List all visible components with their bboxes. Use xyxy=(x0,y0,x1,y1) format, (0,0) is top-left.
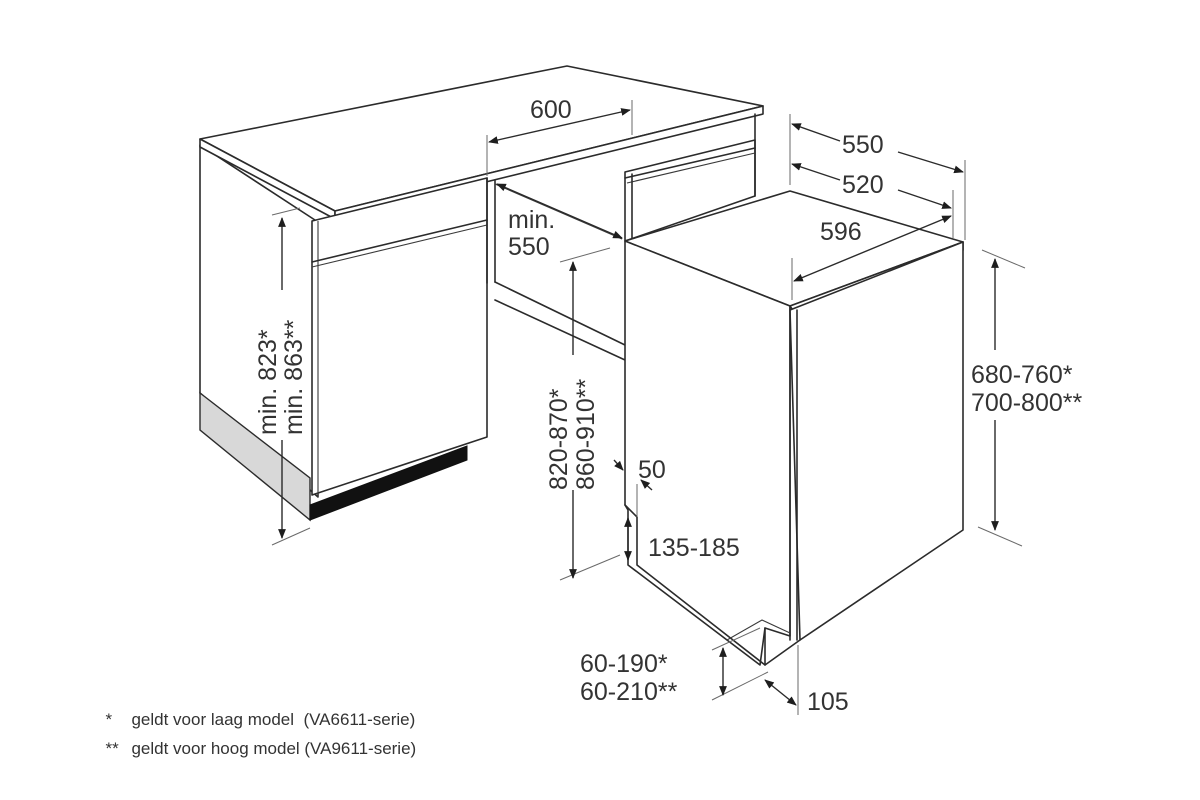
label-door-offset: 50 xyxy=(638,456,666,484)
label-niche-width: 600 xyxy=(530,96,572,124)
footnote-text-low-model: geldt voor laag model (VA6611-serie) xyxy=(131,710,416,729)
footnote-mark-double: ** xyxy=(105,739,119,758)
label-plinth-height: 135-185 xyxy=(648,534,740,562)
label-niche-depth-min: min. xyxy=(508,206,555,234)
label-niche-height-high: 860-910** xyxy=(572,379,600,490)
label-appliance-width: 596 xyxy=(820,218,862,246)
label-niche-height-low: 820-870* xyxy=(545,388,573,490)
label-plinth-depth: 105 xyxy=(807,688,849,716)
label-niche-depth-value: 550 xyxy=(508,233,550,261)
label-plinth-adjust-low: 60-190* xyxy=(580,650,668,678)
dishwasher-door xyxy=(789,241,964,641)
dimension-labels: 600 min. 550 550 520 596 min. 823* min. … xyxy=(254,96,1082,716)
dishwasher xyxy=(624,190,964,666)
label-depth-inner: 520 xyxy=(842,171,884,199)
cabinet-toe-kick xyxy=(309,445,468,521)
label-appliance-height-low: 680-760* xyxy=(971,361,1073,389)
label-plinth-adjust-high: 60-210** xyxy=(580,678,678,706)
label-cabinet-height-low: min. 823* xyxy=(254,329,282,435)
dimension-lines xyxy=(271,100,1026,715)
footnote-mark-single: * xyxy=(105,710,113,729)
footnote-text-high-model: geldt voor hoog model (VA9611-serie) xyxy=(131,739,417,758)
label-appliance-height-high: 700-800** xyxy=(971,389,1082,417)
footnote-high-model: ** geldt voor hoog model (VA9611-serie) xyxy=(96,719,416,759)
label-cabinet-height-high: min. 863** xyxy=(280,319,308,435)
left-cabinet-front xyxy=(311,177,488,496)
label-depth-outer: 550 xyxy=(842,131,884,159)
footnote-low-model: * geldt voor laag model (VA6611-serie) xyxy=(96,690,415,730)
dishwasher-side xyxy=(624,240,791,666)
